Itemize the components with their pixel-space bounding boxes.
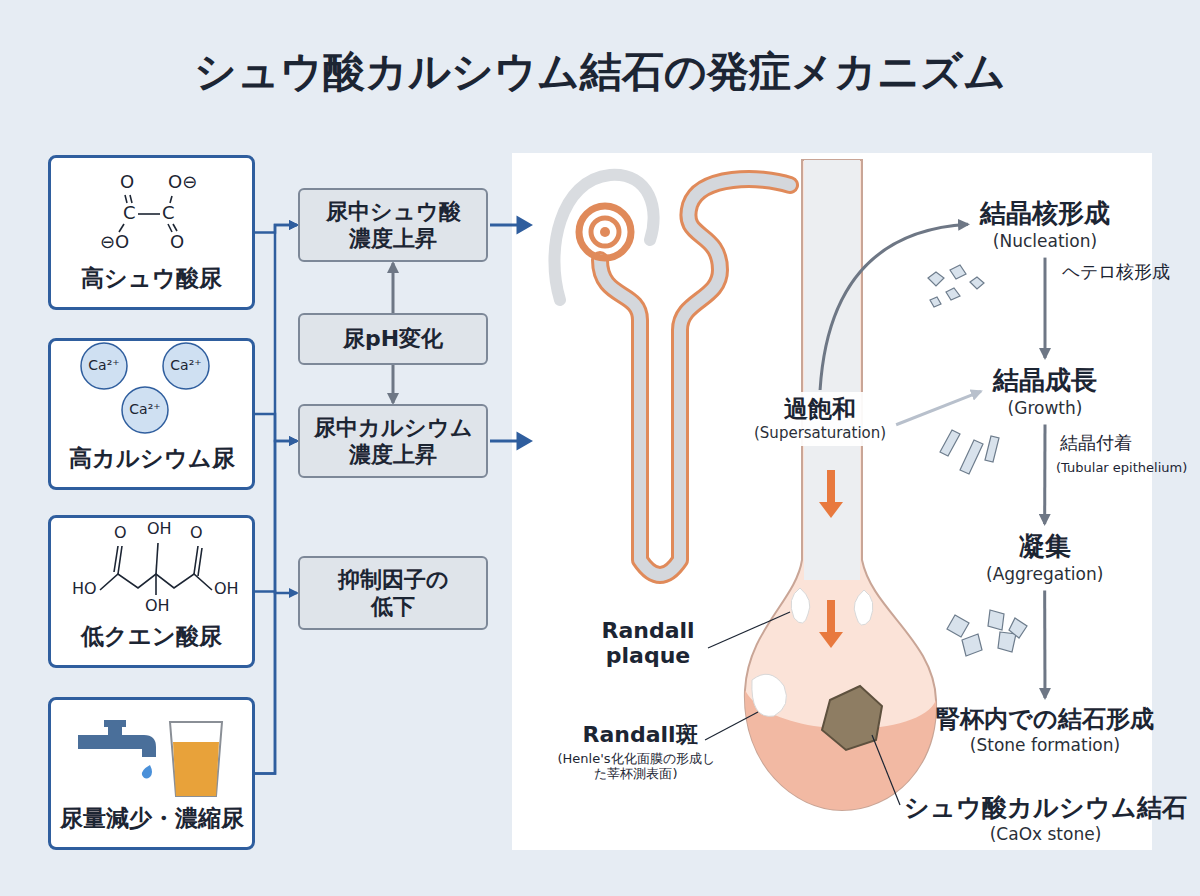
chem-label: O — [120, 172, 134, 193]
chem-label: O — [114, 524, 127, 542]
flow-arrow — [255, 441, 297, 774]
flow-arrow — [1043, 591, 1046, 698]
flow-arrow — [392, 365, 395, 403]
annotation-label: Randall斑 — [575, 722, 705, 747]
annotation-label: 結晶付着 — [1060, 433, 1132, 454]
node-text: 尿中カルシウム濃度上昇 — [312, 414, 474, 469]
node-text: 抑制因子の低下 — [332, 566, 454, 621]
node-subtext: (CaOx stone) — [904, 823, 1187, 845]
node-text: 高シュウ酸尿 — [81, 265, 222, 293]
stage-label: シュウ酸カルシウム結石(CaOx stone) — [898, 790, 1193, 847]
node-text: シュウ酸カルシウム結石 — [904, 792, 1187, 823]
chem-label: Ca²⁺ — [164, 357, 208, 373]
title: シュウ酸カルシウム結石の発症メカニズム — [0, 44, 1200, 100]
node-subtext: (Stone formation) — [936, 734, 1154, 756]
stage-label: 凝集(Aggregation) — [980, 528, 1109, 587]
flow-arrow — [820, 224, 968, 390]
chem-label: O — [190, 524, 203, 542]
chem-label: OH — [214, 580, 239, 598]
node-text: 尿量減少・濃縮尿 — [60, 805, 244, 833]
stage-label: 過飽和(Supersaturation) — [748, 392, 892, 446]
chem-label: ⊖O — [100, 232, 129, 253]
chem-label: O — [170, 232, 184, 253]
node-subtext: (Growth) — [993, 397, 1097, 419]
node-text: 尿pH変化 — [343, 325, 443, 353]
chem-label: Ca²⁺ — [82, 357, 126, 373]
factor-box: 尿量減少・濃縮尿 — [48, 697, 255, 850]
node-text: 尿中シュウ酸濃度上昇 — [322, 198, 464, 253]
node-text: 結晶成長 — [993, 364, 1097, 397]
process-box: 尿pH変化 — [298, 313, 488, 365]
annotation-label: (Tubular epithelium) — [1056, 461, 1187, 476]
chem-label: Ca²⁺ — [123, 401, 167, 417]
node-subtext: (Supersaturation) — [754, 424, 886, 444]
chem-label: C — [162, 203, 175, 224]
factor-box: 高シュウ酸尿 — [48, 155, 255, 310]
node-subtext: (Nucleation) — [980, 230, 1110, 252]
flow-arrow — [255, 225, 297, 774]
process-box: 尿中シュウ酸濃度上昇 — [298, 188, 488, 262]
flow-arrow — [1043, 425, 1046, 524]
stage-label: 結晶成長(Growth) — [987, 362, 1103, 421]
process-box: 尿中カルシウム濃度上昇 — [298, 404, 488, 478]
annotation-label: Randall plaque — [590, 618, 706, 669]
chem-label: O⊖ — [168, 172, 197, 193]
chem-label: C — [123, 203, 136, 224]
stage-label: 腎杯内での結石形成(Stone formation) — [930, 702, 1160, 758]
flow-arrow — [896, 391, 981, 424]
stage-label: 結晶核形成(Nucleation) — [974, 195, 1116, 254]
node-text: 低クエン酸尿 — [81, 623, 222, 651]
process-box: 抑制因子の低下 — [298, 556, 488, 630]
flow-arrow — [1044, 258, 1047, 358]
annotation-label: (Henle's化化面膜の形成した莘杯測表面) — [556, 752, 716, 782]
node-text: 腎杯内での結石形成 — [936, 704, 1154, 734]
chem-label: HO — [72, 580, 97, 598]
node-text: 凝集 — [986, 530, 1103, 563]
flow-arrow — [392, 263, 395, 313]
annotation-label: ヘテロ核形成 — [1062, 262, 1170, 283]
node-text: 過飽和 — [754, 394, 886, 424]
node-text: 結晶核形成 — [980, 197, 1110, 230]
chem-label: OH — [147, 520, 172, 538]
chem-label: OH — [145, 597, 170, 615]
node-text: 高カルシウム尿 — [69, 445, 235, 473]
node-subtext: (Aggregation) — [986, 563, 1103, 585]
